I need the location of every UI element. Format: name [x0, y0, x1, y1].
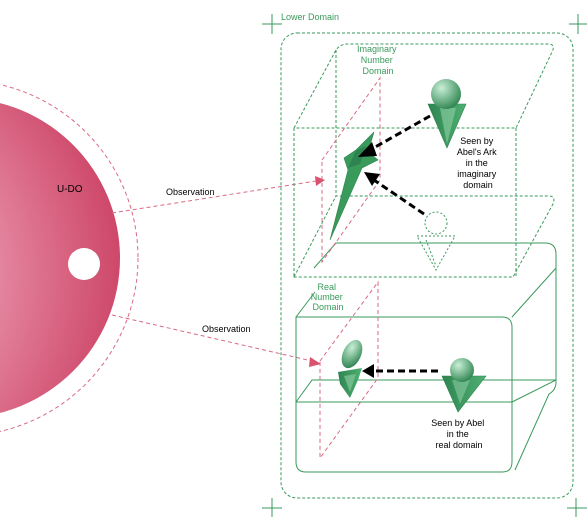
caption-ark-line-2: Abel's Ark [457, 147, 497, 157]
crosshair-bottom-right [567, 498, 587, 517]
imaginary-observation-plane [321, 76, 381, 264]
arrowhead-abel [362, 364, 374, 378]
arrow-ark-to-reflection [369, 114, 431, 152]
real-domain-label: Real Number Domain [311, 282, 346, 312]
real-box-front [295, 316, 513, 473]
arrow-ghost-to-reflection [373, 178, 425, 216]
caption-abel-line-3: real domain [435, 440, 482, 450]
crosshair-top-right [569, 14, 587, 34]
imaginary-label-line-3: Domain [362, 66, 393, 76]
crosshair-bottom-left [262, 498, 282, 517]
observation-line-bottom [111, 314, 313, 362]
imaginary-label-line-2: Number [361, 55, 393, 65]
caption-ark-line-1: Seen by [460, 136, 494, 146]
udo-label: U-DO [57, 184, 83, 195]
udo-sphere [0, 103, 120, 413]
real-label-line-2: Number [311, 292, 343, 302]
caption-abel-line-2: in the [447, 429, 469, 439]
arrowhead-ark [358, 142, 377, 157]
imaginary-box-verticals [293, 50, 517, 277]
lower-domain-border [280, 32, 574, 499]
imaginary-domain-label: Imaginary Number Domain [357, 44, 399, 76]
ark-ball [431, 79, 461, 109]
real-label-line-3: Domain [312, 302, 343, 312]
imaginary-label-line-1: Imaginary [357, 44, 397, 54]
crosshair-top-left [262, 14, 282, 34]
udo-sphere-group: U-DO [0, 84, 139, 432]
abel-figure-icon [441, 358, 487, 413]
ark-cone-face [440, 108, 456, 144]
real-label-line-1: Real [317, 282, 336, 292]
udo-orbit-ring [0, 84, 139, 432]
observation-arrowhead-bottom [309, 357, 321, 367]
ark-figure-icon [427, 79, 467, 149]
real-box-edges [295, 267, 557, 403]
ark-ghost-icon [416, 211, 456, 272]
real-observation-plane [319, 280, 379, 460]
observation-label-bottom: Observation [202, 324, 251, 334]
imaginary-box-middle [293, 195, 555, 278]
caption-ark-line-3: in the [466, 158, 488, 168]
observation-lines: Observation Observation [111, 176, 325, 367]
lower-domain-label: Lower Domain [281, 12, 339, 22]
real-box-back-top [313, 242, 557, 471]
observation-label-top: Observation [166, 187, 215, 197]
abel-ball [450, 358, 474, 382]
caption-ark-line-4: imaginary [457, 169, 497, 179]
real-domain-box [295, 242, 557, 473]
observation-line-top [111, 180, 317, 214]
caption-seen-by-ark: Seen by Abel's Ark in the imaginary doma… [457, 136, 499, 190]
imaginary-box-top [293, 43, 554, 129]
caption-ark-line-5: domain [463, 180, 493, 190]
arrowhead-ghost [364, 172, 380, 186]
udo-core-hole [68, 248, 100, 280]
observation-arrowhead-top [315, 176, 325, 186]
imaginary-domain-box [293, 43, 555, 278]
sight-arrows [358, 114, 438, 378]
ark-reflection-icon [329, 131, 379, 241]
abel-reflection-icon [338, 339, 363, 398]
lower-domain-frame: Lower Domain [262, 12, 587, 517]
caption-abel-line-1: Seen by Abel [431, 418, 484, 428]
caption-seen-by-abel: Seen by Abel in the real domain [431, 418, 487, 450]
